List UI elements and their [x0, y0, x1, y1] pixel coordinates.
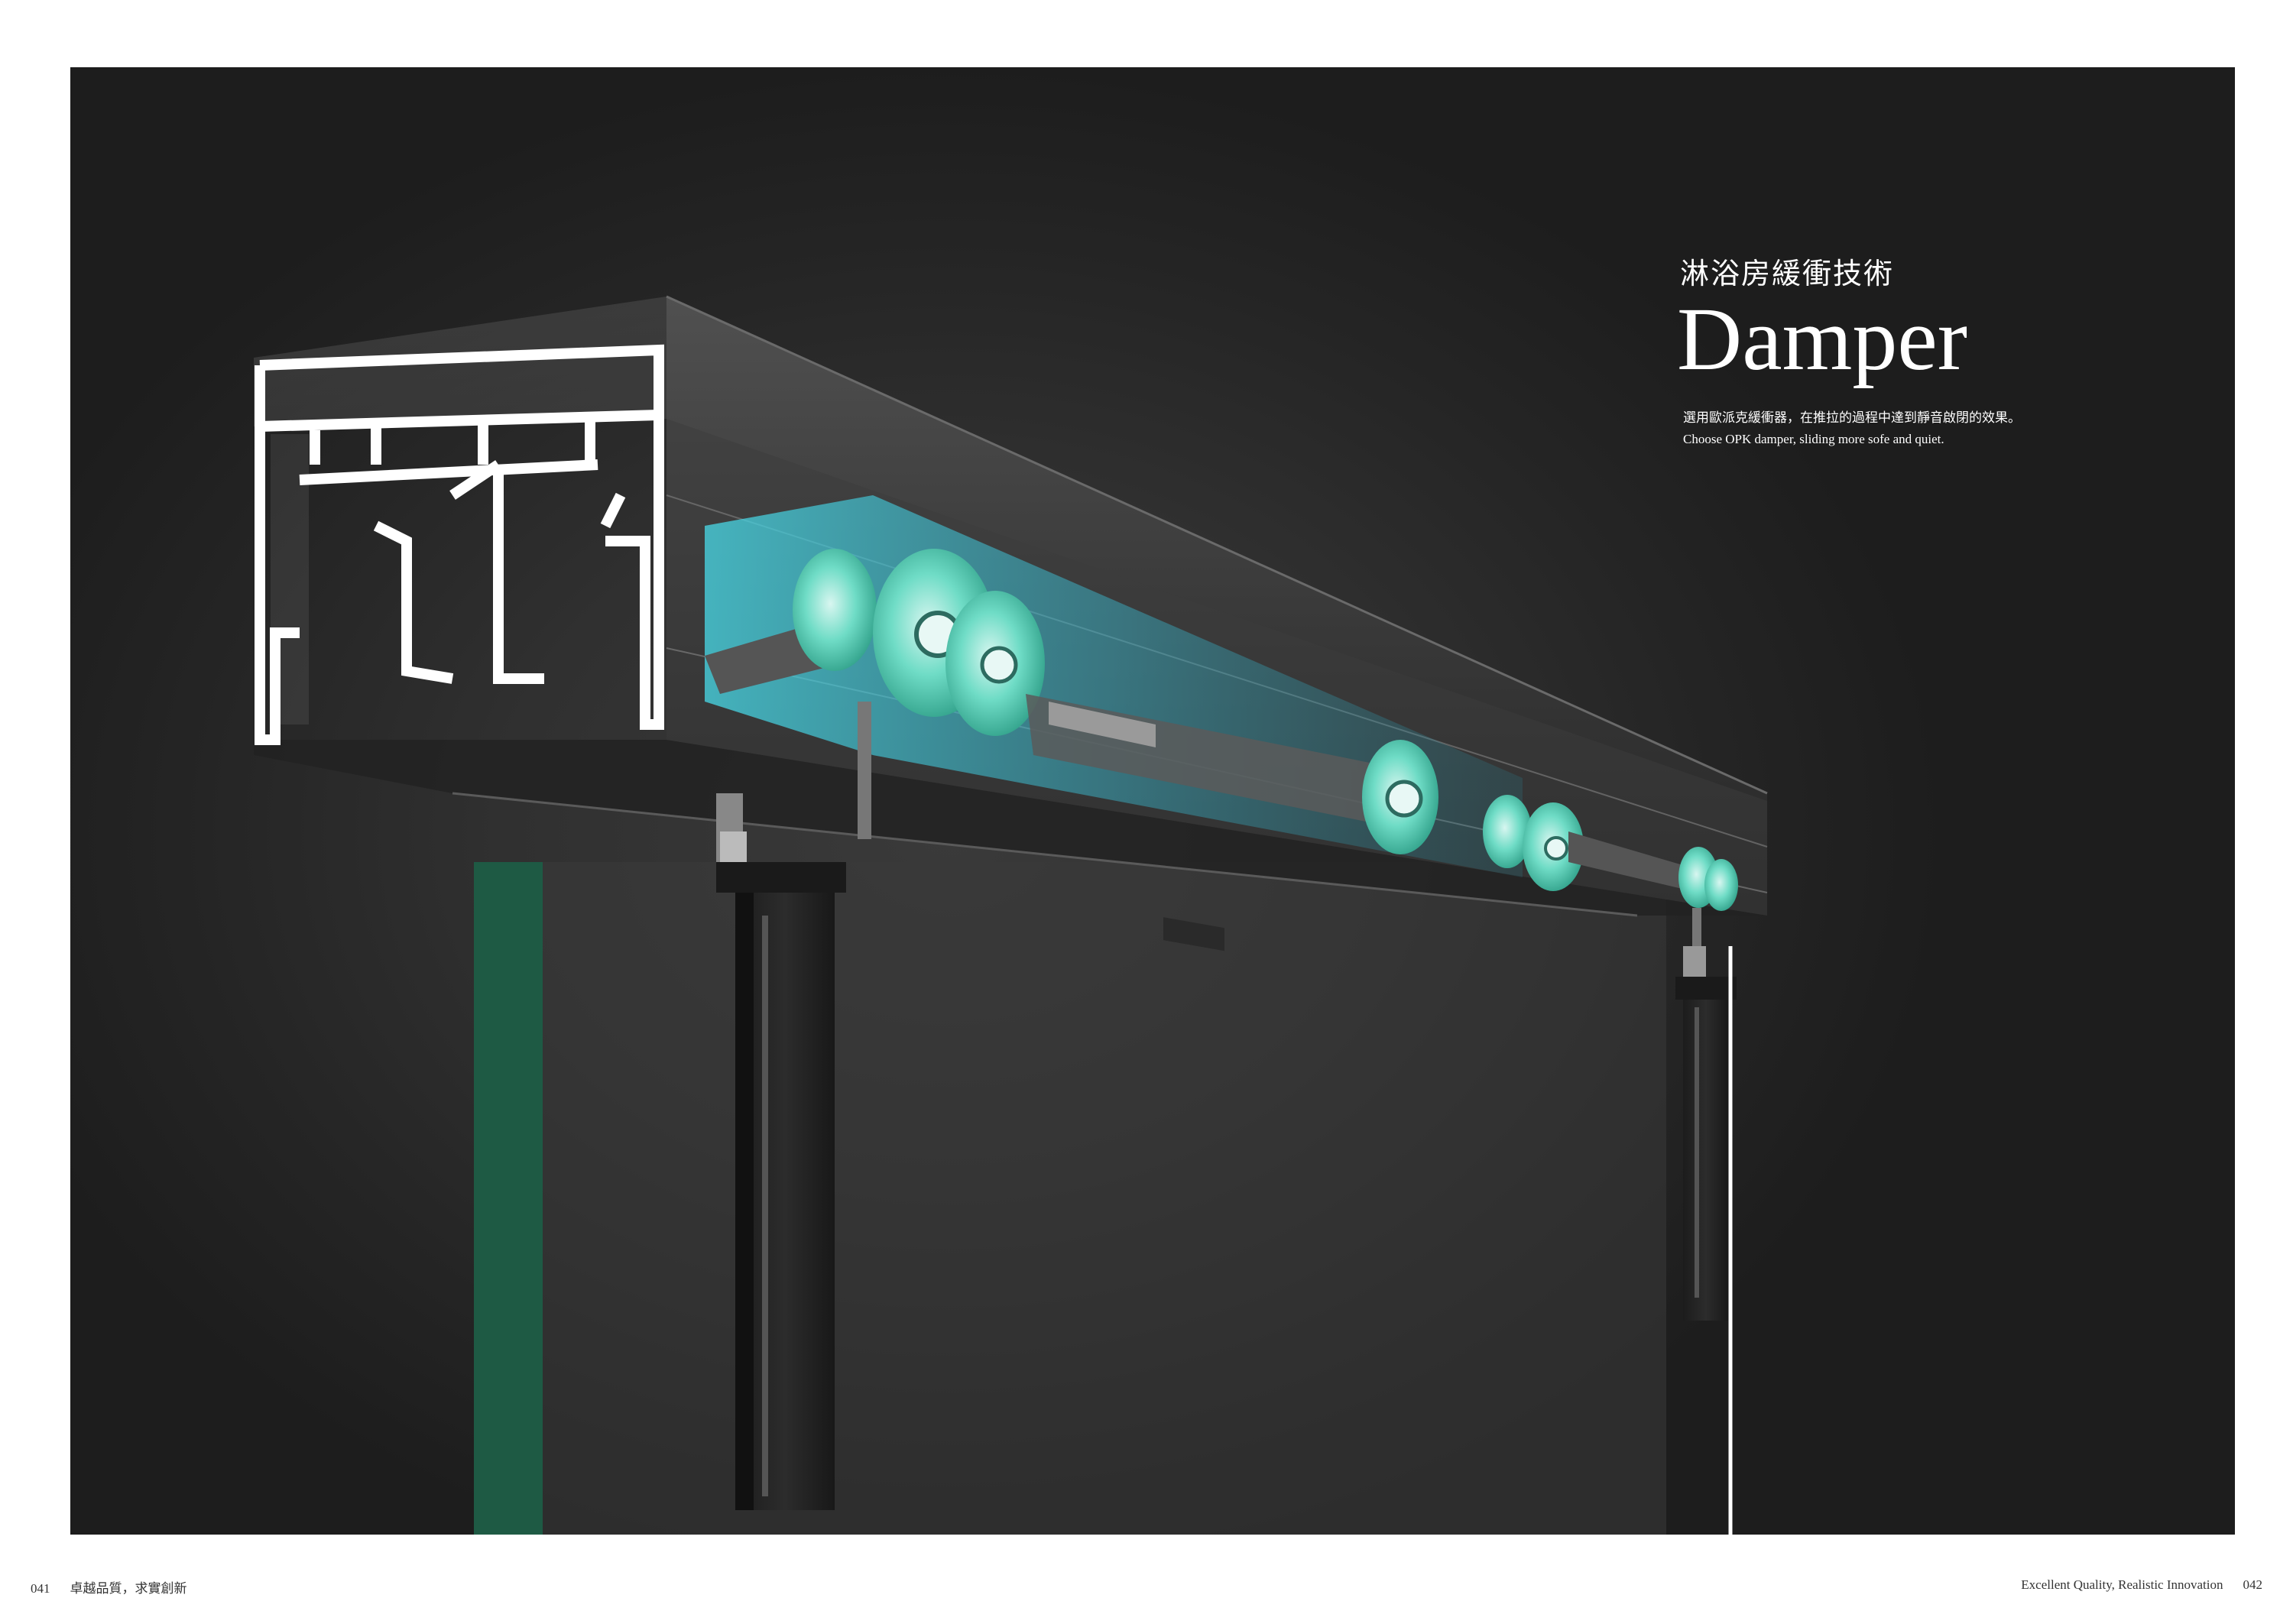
roller-wheel	[793, 549, 877, 671]
slogan-cn: 卓越品質，求實創新	[70, 1581, 187, 1596]
door-hanger-front	[716, 793, 846, 1510]
glass-edge	[474, 862, 543, 1535]
page-title: Damper	[1677, 288, 1968, 389]
roller-assembly-rear	[1483, 795, 1738, 954]
damper-body	[1026, 694, 1438, 951]
slogan-en: Excellent Quality, Realistic Innovation	[2021, 1577, 2223, 1592]
glass-door	[474, 862, 1666, 1535]
roller-assembly-front	[705, 549, 1045, 839]
page-number-left: 041	[31, 1581, 50, 1596]
description-cn: 選用歐派克緩衝器，在推拉的過程中達到靜音啟閉的效果。	[1683, 410, 2021, 426]
roller-wheel	[1483, 795, 1532, 868]
door-hanger-rear	[1675, 946, 1737, 1321]
footer-right: Excellent Quality, Realistic Innovation 0…	[2021, 1577, 2262, 1593]
rail-profile	[255, 344, 664, 745]
rail-bottom	[254, 740, 1767, 916]
page-number-right: 042	[2243, 1577, 2263, 1592]
subtitle-cn: 淋浴房緩衝技術	[1680, 257, 1895, 290]
product-panel: 淋浴房緩衝技術 Damper 選用歐派克緩衝器，在推拉的過程中達到靜音啟閉的效果…	[70, 67, 2235, 1535]
hero-text: 淋浴房緩衝技術 Damper 選用歐派克緩衝器，在推拉的過程中達到靜音啟閉的效果…	[1677, 257, 2021, 447]
description-en: Choose OPK damper, sliding more sofe and…	[1683, 431, 1944, 446]
damper-illustration	[254, 295, 1768, 1535]
rail-top	[254, 297, 1767, 801]
footer-left: 041 卓越品質，求實創新	[31, 1577, 187, 1596]
